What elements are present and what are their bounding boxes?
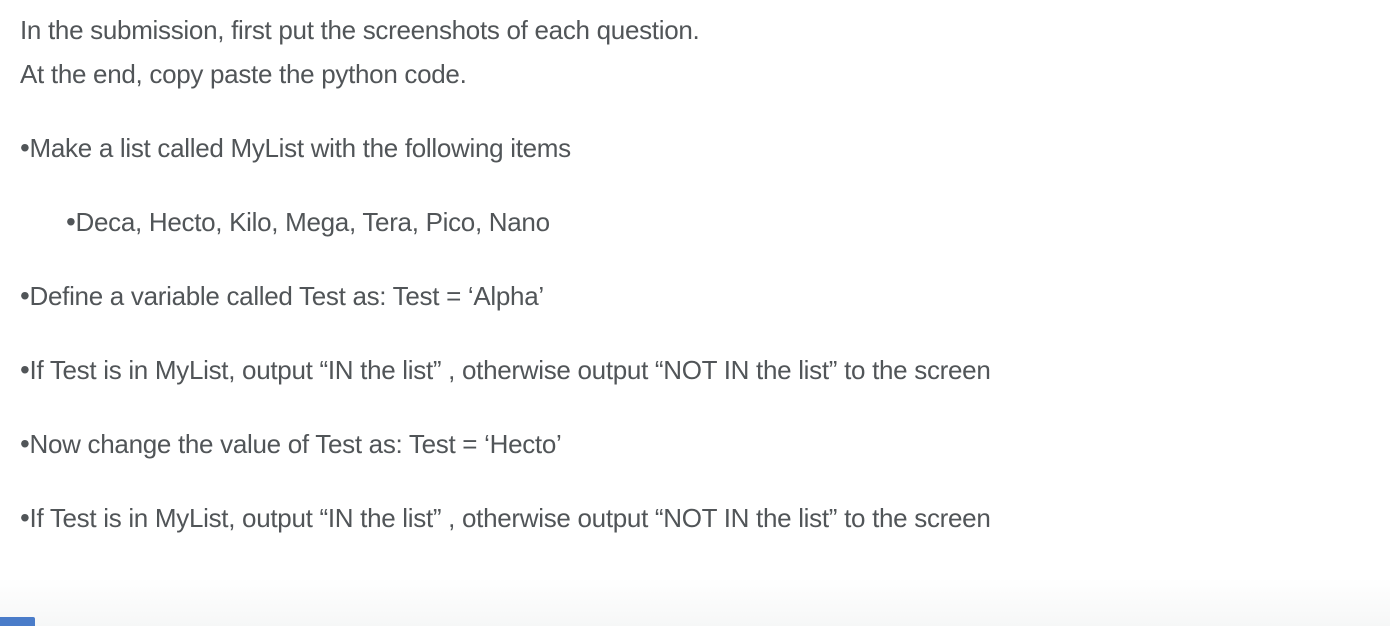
list-item-nested: •Deca, Hecto, Kilo, Mega, Tera, Pico, Na… — [66, 200, 1370, 244]
list-item: •Now change the value of Test as: Test =… — [20, 422, 1370, 466]
bullet-icon: • — [20, 132, 30, 163]
bullet-icon: • — [20, 502, 30, 533]
list-item: •Define a variable called Test as: Test … — [20, 274, 1370, 318]
list-item: •If Test is in MyList, output “IN the li… — [20, 348, 1370, 392]
bullet-icon: • — [20, 280, 30, 311]
assignment-instructions: In the submission, first put the screens… — [20, 15, 1370, 540]
list-item-text: Now change the value of Test as: Test = … — [29, 429, 562, 459]
bottom-fade-divider — [0, 578, 1390, 626]
intro-line-1: In the submission, first put the screens… — [20, 15, 700, 45]
bullet-icon: • — [20, 428, 30, 459]
list-item: •If Test is in MyList, output “IN the li… — [20, 496, 1370, 540]
intro-line-2: At the end, copy paste the python code. — [20, 59, 467, 89]
list-item-text: Deca, Hecto, Kilo, Mega, Tera, Pico, Nan… — [75, 207, 551, 237]
list-item-text: If Test is in MyList, output “IN the lis… — [29, 355, 991, 385]
list-item-text: If Test is in MyList, output “IN the lis… — [29, 503, 991, 533]
bullet-icon: • — [66, 206, 76, 237]
bullet-icon: • — [20, 354, 30, 385]
list-item-text: Make a list called MyList with the follo… — [29, 133, 572, 163]
list-item-text: Define a variable called Test as: Test =… — [29, 281, 545, 311]
partial-button[interactable] — [0, 617, 35, 626]
list-item: •Make a list called MyList with the foll… — [20, 126, 1370, 170]
